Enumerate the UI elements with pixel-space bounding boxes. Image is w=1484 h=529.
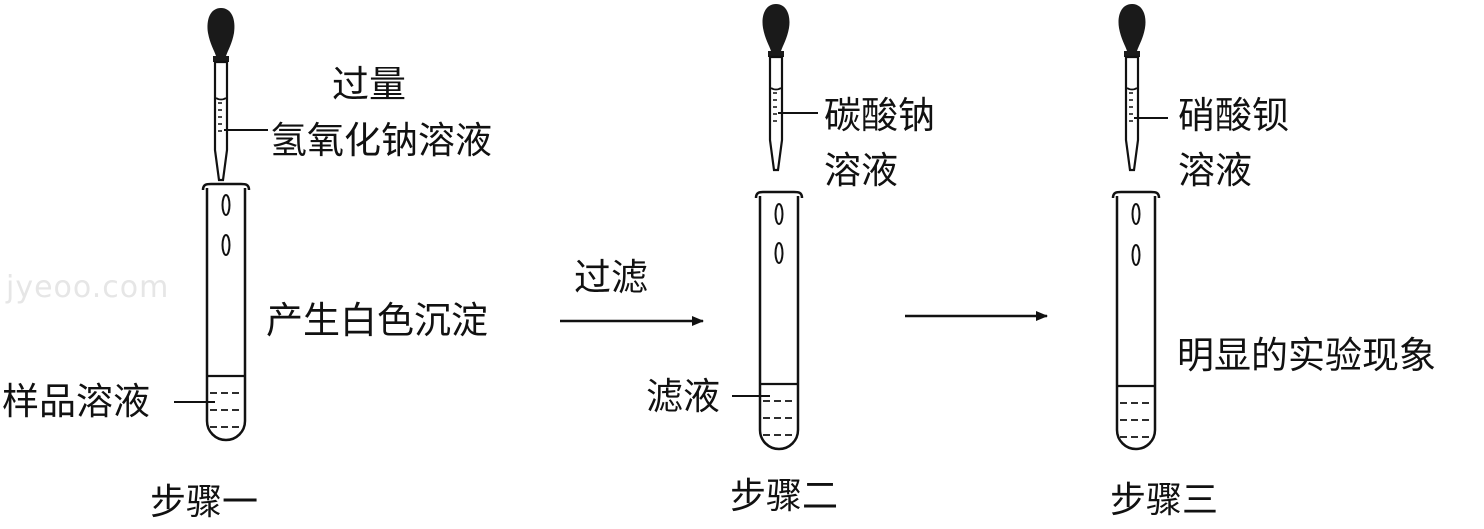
dropper-2 [762, 4, 790, 172]
step2-reagent-line1: 碳酸钠 [824, 94, 935, 137]
step2-caption: 步骤二 [730, 476, 839, 517]
test-tube-3 [1111, 190, 1161, 451]
dropper-1 [207, 8, 235, 182]
step3-reagent-line2: 溶液 [1178, 149, 1252, 192]
step3-observation: 明显的实验现象 [1177, 334, 1436, 377]
test-tube-2 [754, 190, 804, 451]
step3-reagent-line1: 硝酸钡 [1178, 94, 1289, 137]
filter-label: 过滤 [574, 256, 648, 299]
step1-reagent-line2: 氢氧化钠溶液 [270, 119, 492, 162]
step2-filtrate-label: 滤液 [646, 375, 720, 418]
step1-reagent-line1: 过量 [332, 63, 406, 106]
step3-caption: 步骤三 [1110, 480, 1219, 521]
watermark: jyeoo.com [6, 270, 170, 305]
step1-sample-label: 样品溶液 [2, 380, 150, 423]
dropper-3 [1118, 4, 1146, 172]
step2-reagent-line2: 溶液 [824, 149, 898, 192]
step1-caption: 步骤一 [150, 482, 259, 523]
step1-observation: 产生白色沉淀 [266, 299, 488, 342]
test-tube-1 [201, 182, 251, 442]
